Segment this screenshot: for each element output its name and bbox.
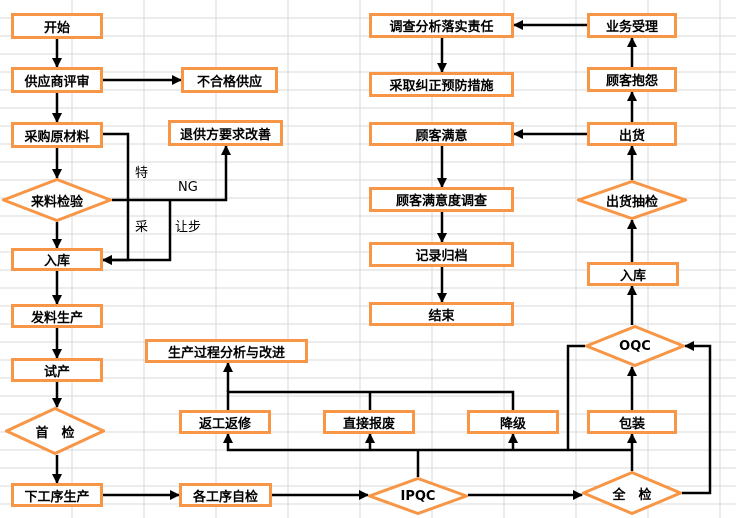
node-trial-production-text: 试产 — [43, 364, 70, 380]
node-line-production: 下工序生产 — [11, 483, 103, 507]
node-warehouse-in-2: 入库 — [587, 262, 679, 286]
node-warehouse-in-2-text: 入库 — [619, 268, 646, 284]
node-purchase-materials: 采购原材料 — [11, 122, 103, 148]
label-special-1: 特 — [135, 166, 149, 181]
node-packaging: 包装 — [587, 410, 677, 434]
node-start-text: 开始 — [43, 20, 70, 36]
node-satisfaction-survey: 顾客满意度调查 — [369, 187, 514, 212]
node-first-inspection: 首 检 — [5, 407, 105, 455]
node-satisfaction-survey-text: 顾客满意度调查 — [395, 194, 487, 209]
node-warehouse-in-1-text: 入库 — [43, 254, 70, 269]
node-process-self-check-text: 各工序自检 — [192, 489, 258, 505]
node-full-inspection-text: 全 检 — [612, 487, 652, 503]
node-end-text: 结束 — [428, 308, 455, 324]
node-supplier-improvement: 退供方要求改善 — [168, 120, 283, 146]
label-concession: 让步 — [175, 220, 202, 235]
node-end: 结束 — [369, 302, 514, 326]
node-customer-satisfaction: 顾客满意 — [369, 122, 514, 146]
node-shipment: 出货 — [587, 122, 677, 146]
node-corrective-preventive: 采取纠正预防措施 — [369, 72, 514, 97]
node-direct-scrap: 直接报废 — [323, 410, 415, 434]
node-downgrade: 降级 — [467, 410, 559, 434]
node-process-self-check: 各工序自检 — [179, 483, 272, 507]
node-shipment-sampling-text: 出货抽检 — [605, 194, 658, 210]
node-customer-complaint-text: 顾客抱怨 — [605, 74, 658, 89]
node-oqc-text: OQC — [619, 338, 651, 354]
node-packaging-text: 包装 — [618, 416, 645, 432]
node-ipqc-text: IPQC — [400, 488, 436, 504]
node-direct-scrap-text: 直接报废 — [342, 416, 395, 432]
label-special-2: 采 — [135, 220, 149, 235]
node-unqualified-supply: 不合格供应 — [181, 67, 278, 93]
node-start: 开始 — [11, 13, 103, 39]
node-corrective-preventive-text: 采取纠正预防措施 — [389, 79, 494, 94]
node-downgrade-text: 降级 — [499, 416, 526, 432]
node-unqualified-supply-text: 不合格供应 — [196, 74, 262, 90]
node-process-analysis: 生产过程分析与改进 — [145, 339, 308, 363]
node-trial-production: 试产 — [11, 358, 103, 382]
node-incoming-inspection-text: 来料检验 — [30, 194, 83, 210]
node-record-archive: 记录归档 — [369, 242, 514, 267]
node-process-analysis-text: 生产过程分析与改进 — [167, 345, 285, 361]
node-warehouse-in-1: 入库 — [11, 248, 103, 271]
node-issue-materials: 发料生产 — [11, 304, 103, 328]
node-customer-satisfaction-text: 顾客满意 — [415, 128, 468, 144]
node-line-production-text: 下工序生产 — [24, 489, 90, 505]
node-investigate-responsibility: 调查分析落实责任 — [369, 13, 514, 38]
node-business-acceptance: 业务受理 — [587, 13, 677, 38]
node-shipment-text: 出货 — [618, 128, 645, 144]
node-first-inspection-text: 首 检 — [35, 425, 75, 441]
node-investigate-responsibility-text: 调查分析落实责任 — [389, 20, 494, 35]
node-full-inspection: 全 检 — [582, 471, 682, 515]
node-business-acceptance-text: 业务受理 — [605, 20, 658, 35]
node-issue-materials-text: 发料生产 — [30, 310, 83, 326]
node-ipqc: IPQC — [368, 477, 468, 515]
node-supplier-review: 供应商评审 — [11, 67, 103, 93]
label-ng: NG — [178, 180, 198, 195]
node-incoming-inspection: 来料检验 — [2, 178, 112, 222]
node-customer-complaint: 顾客抱怨 — [587, 67, 677, 92]
node-oqc: OQC — [585, 325, 685, 367]
node-rework-text: 返工返修 — [198, 416, 251, 432]
node-purchase-materials-text: 采购原材料 — [24, 129, 90, 145]
node-shipment-sampling: 出货抽检 — [577, 180, 687, 220]
node-supplier-review-text: 供应商评审 — [24, 74, 90, 90]
node-record-archive-text: 记录归档 — [415, 249, 468, 264]
node-supplier-improvement-text: 退供方要求改善 — [179, 127, 271, 143]
node-rework: 返工返修 — [179, 410, 271, 434]
